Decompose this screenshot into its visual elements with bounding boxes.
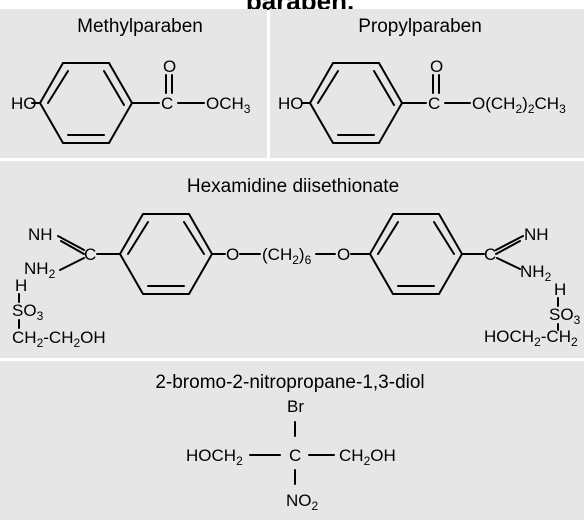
bronopol-hoch2: HOCH2 [186,446,243,468]
bronopol-no2: NO2 [286,491,319,513]
hexamidine-nh-left: NH [28,225,53,244]
hexamidine-so3-right: SO3 [549,305,581,327]
propylparaben-title: Propylparaben [358,16,482,37]
propylparaben-c: C [428,94,440,113]
hexamidine-c-right: C [484,245,496,264]
panel-bronopol [0,361,584,520]
hexamidine-h-right: H [554,280,566,299]
methylparaben-o: O [163,57,176,76]
propylparaben-ho: HO [278,94,304,113]
methylparaben-c: C [161,94,173,113]
propylparaben-o: O [430,57,443,76]
methylparaben-ho: HO [11,94,37,113]
hexamidine-h-left: H [15,276,27,295]
propylparaben-tail: O(CH2)2CH3 [472,94,566,116]
hexamidine-nh2-left: NH2 [24,259,56,281]
hexamidine-ch2-6: (CH2)6 [262,245,312,267]
bronopol-ch2oh: CH2OH [339,446,396,468]
bronopol-c: C [289,446,301,465]
hexamidine-c-left: C [84,245,96,264]
propylparaben-structure: Propylparaben HO C O O(CH2)2CH3 [278,16,566,144]
hexamidine-o-right: O [337,245,350,264]
hexamidine-so3-left: SO3 [12,301,44,323]
panel-hexamidine [0,161,584,358]
bronopol-structure: 2-bromo-2-nitropropane-1,3-diol Br HOCH2… [155,372,424,513]
panel-methylparaben [0,9,267,158]
bronopol-title: 2-bromo-2-nitropropane-1,3-diol [155,372,424,393]
hexamidine-title: Hexamidine diisethionate [187,176,399,197]
hexamidine-structure: Hexamidine diisethionate NH C NH2 H SO3 … [12,176,581,350]
hexamidine-nh2-right: NH2 [520,262,552,284]
hexamidine-nh-right: NH [524,225,549,244]
bronopol-br: Br [287,397,304,416]
methylparaben-title: Methylparaben [77,16,203,37]
hexamidine-ch2-ch2oh-left: CH2-CH2OH [12,328,106,350]
methylparaben-och3: OCH3 [206,94,251,116]
methylparaben-structure: Methylparaben HO C O OCH3 [11,16,251,144]
hexamidine-hoch2-ch2-right: HOCH2-CH2 [484,327,578,349]
hexamidine-o-left: O [226,245,239,264]
